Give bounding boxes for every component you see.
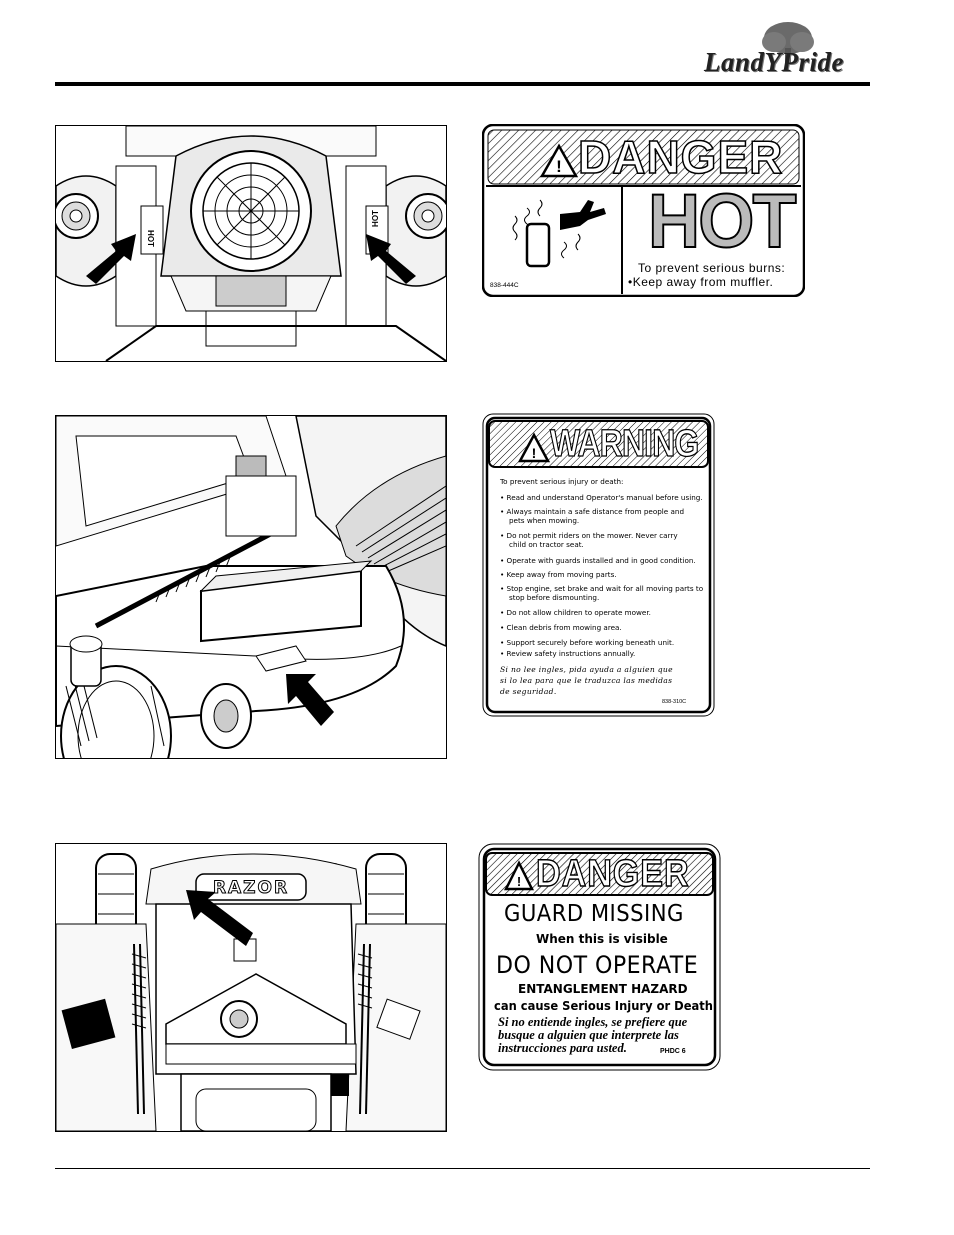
brand-name: LandYPride [704,47,844,77]
warning-item-text: Support securely before working beneath … [506,638,675,647]
decal-warning: ! WARNING To prevent serious injury or d… [482,413,715,717]
decal2-signal-word: WARNING [549,422,699,465]
decal2-item-11: • Support securely before working beneat… [500,638,675,647]
svg-text:!: ! [556,157,562,176]
decal3-code: PHDC 6 [660,1048,686,1055]
muffler-icon [525,222,551,268]
alert-triangle-icon [503,860,535,891]
decal2-item-3: • Do not permit riders on the mower. Nev… [500,531,678,540]
decal1-code: 838-444C [490,282,519,289]
decal2-item-0: • Read and understand Operator's manual … [500,493,703,502]
photo-mower-rear: RAZOR [55,843,447,1132]
decal2-intro: To prevent serious injury or death: [500,477,624,486]
decal3-line1: GUARD MISSING [504,901,684,927]
warning-item-text: Clean debris from mowing area. [506,623,622,632]
warning-item-text: Read and understand Operator's manual be… [506,493,703,502]
photo1-label-right: HOT [370,210,380,227]
header-rule [55,82,870,86]
warning-item-text: Operate with guards installed and in goo… [506,556,696,565]
decal2-item-4: child on tractor seat. [509,540,584,549]
decal1-line1: To prevent serious burns: [638,261,786,275]
warning-item-text: Always maintain a safe distance from peo… [506,507,685,516]
decal3-spanish-1: Si no entiende ingles, se prefiere que [498,1015,688,1029]
decal3-line5: can cause Serious Injury or Death [494,998,713,1013]
decal3-spanish-3: instrucciones para usted. [498,1041,627,1055]
photo3-brand-label: RAZOR [212,878,290,899]
decal3-spanish-2: busque a alguien que interprete las [498,1028,679,1042]
photo1-label-left: HOT [145,230,155,247]
decal-guard-missing: ! DANGER GUARD MISSING When this is visi… [478,843,721,1071]
hand-icon [560,200,606,230]
decal3-line2: When this is visible [536,932,668,946]
decal2-spanish-2: si lo lea para que le traduzca las medid… [500,676,673,685]
svg-text:!: ! [517,874,521,889]
decal2-spanish-1: Si no lee ingles, pida ayuda a alguien q… [500,665,673,674]
decal2-item-10: • Clean debris from mowing area. [500,623,622,632]
decal1-signal-word: DANGER [577,131,784,183]
decal2-item-9: • Do not allow children to operate mower… [500,608,651,617]
alert-triangle-icon [517,432,551,463]
decal2-item-5: • Operate with guards installed and in g… [500,556,696,565]
warning-item-text: Review safety instructions annually. [506,649,636,658]
decal-sticker [61,998,116,1050]
warning-item-text: Keep away from moving parts. [506,570,617,579]
decal2-item-2: pets when mowing. [509,516,580,525]
decal1-line2: •Keep away from muffler. [628,275,774,289]
decal3-line4: ENTANGLEMENT HAZARD [518,982,688,996]
footer-rule [55,1168,870,1169]
tree-icon [762,22,814,64]
decal2-item-6: • Keep away from moving parts. [500,570,617,579]
decal2-item-1: • Always maintain a safe distance from p… [500,507,685,516]
decal2-item-8: stop before dismounting. [509,593,600,602]
decal2-item-7: • Stop engine, set brake and wait for al… [500,584,704,593]
svg-text:!: ! [532,445,537,461]
warning-item-text: Do not permit riders on the mower. Never… [506,531,678,540]
decal3-line3: DO NOT OPERATE [496,951,699,979]
decal2-item-12: • Review safety instructions annually. [500,649,636,658]
photo-muffler: HOT HOT [55,125,447,362]
decal-danger-hot: ! DANGER 838-444C HOT To prevent serious… [482,124,805,297]
photo-mower-deck [55,415,447,759]
warning-item-text: Stop engine, set brake and wait for all … [506,584,704,593]
decal3-signal-word: DANGER [535,853,690,895]
decal2-spanish-3: de seguridad. [500,687,557,696]
brand-logo: LandYPride [700,20,872,82]
warning-item-text: Do not allow children to operate mower. [506,608,651,617]
alert-triangle-icon [539,143,579,178]
decal1-big-word: HOT [647,179,798,264]
decal2-code: 838-310C [662,699,687,705]
